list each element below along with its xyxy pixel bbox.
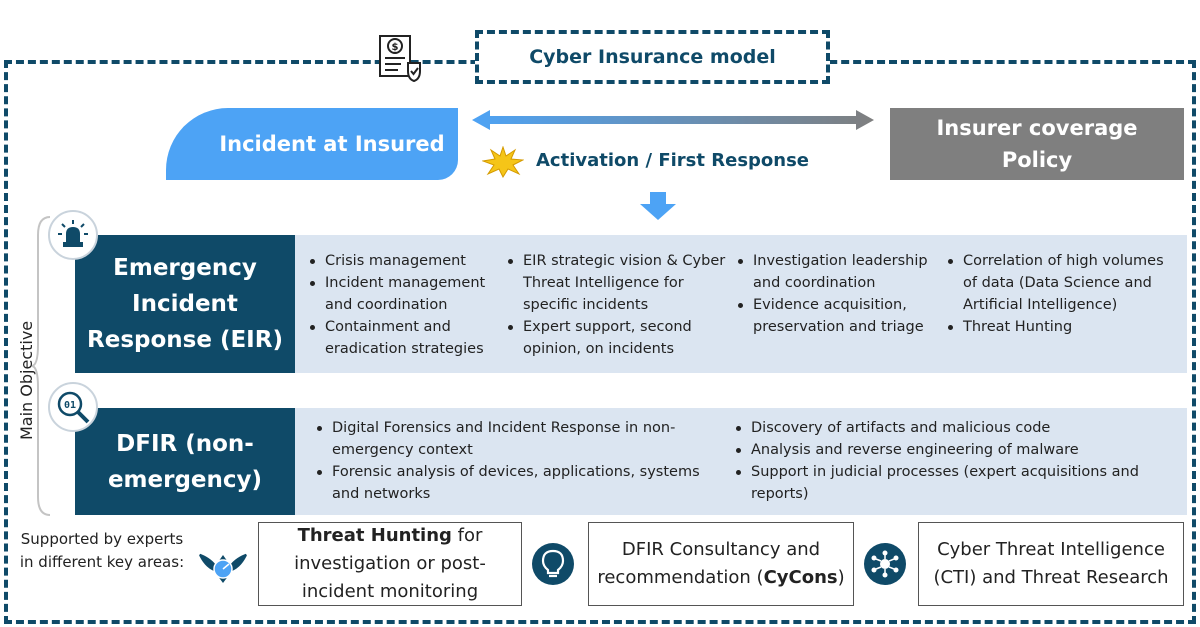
list-item: Containment and eradication strategies	[307, 316, 512, 360]
list-item: Forensic analysis of devices, applicatio…	[314, 461, 709, 505]
eir-title-line1: Emergency	[113, 255, 257, 281]
list-item: Correlation of high volumes of data (Dat…	[945, 250, 1180, 316]
cycons-close: )	[837, 567, 845, 588]
left-brace	[31, 216, 51, 516]
dfir-title-line1: DFIR (non-	[116, 430, 254, 457]
threat-hunting-bold: Threat Hunting	[297, 525, 452, 546]
svg-text:$: $	[392, 42, 399, 53]
activation-label: Activation / First Response	[536, 150, 810, 171]
binary-magnifier-icon: 01	[48, 382, 98, 432]
list-item: EIR strategic vision & Cyber Threat Inte…	[505, 250, 730, 316]
coverage-label-line1: Insurer coverage	[936, 116, 1138, 140]
threat-hunting-box: Threat Hunting for investigation or post…	[258, 522, 522, 606]
incident-label: Incident at Insured	[219, 132, 445, 156]
cycons-bold: CyCons	[763, 567, 838, 588]
eir-title-line3: Response (EIR)	[87, 327, 283, 353]
list-item: Support in judicial processes (expert ac…	[733, 461, 1153, 505]
list-item: Analysis and reverse engineering of malw…	[733, 439, 1153, 461]
cti-box: Cyber Threat Intelligence (CTI) and Thre…	[918, 522, 1184, 606]
eir-col3-list: Investigation leadership and coordinatio…	[735, 250, 947, 338]
threat-hunting-text: for investigation or post-incident monit…	[294, 525, 486, 602]
list-item: Expert support, second opinion, on incid…	[505, 316, 730, 360]
insurer-coverage-box: Insurer coverage Policy	[890, 108, 1184, 180]
list-item: Incident management and coordination	[307, 272, 512, 316]
eir-title-line2: Incident	[132, 291, 238, 317]
list-item: Crisis management	[307, 250, 512, 272]
list-item: Investigation leadership and coordinatio…	[735, 250, 947, 294]
dfir-col2-list: Discovery of artifacts and malicious cod…	[733, 417, 1153, 505]
eir-title: Emergency Incident Response (EIR)	[75, 235, 295, 373]
down-arrow-icon	[640, 192, 676, 220]
eir-col2-list: EIR strategic vision & Cyber Threat Inte…	[505, 250, 730, 360]
eir-col4-list: Correlation of high volumes of data (Dat…	[945, 250, 1180, 338]
siren-icon	[48, 210, 98, 260]
supported-by-text: Supported by experts in different key ar…	[19, 530, 185, 571]
eagle-radar-icon	[198, 553, 248, 583]
list-item: Evidence acquisition, preservation and t…	[735, 294, 947, 338]
insurance-document-icon: $	[379, 35, 421, 83]
main-objective-label: Main Objective	[17, 320, 36, 440]
list-item: Discovery of artifacts and malicious cod…	[733, 417, 1153, 439]
incident-at-insured-box: Incident at Insured	[166, 108, 458, 180]
burst-icon	[482, 146, 524, 178]
lightbulb-icon	[532, 543, 574, 585]
dfir-title: DFIR (non- emergency)	[75, 408, 295, 515]
list-item: Threat Hunting	[945, 316, 1180, 338]
cycons-text: DFIR Consultancy and recommendation (	[597, 539, 821, 588]
eir-col1-list: Crisis management Incident management an…	[307, 250, 512, 360]
network-icon	[864, 543, 906, 585]
cycons-box: DFIR Consultancy and recommendation (CyC…	[588, 522, 854, 606]
coverage-label-line2: Policy	[1001, 148, 1073, 172]
svg-text:01: 01	[64, 400, 76, 411]
double-arrow-icon	[472, 110, 874, 130]
cti-text: Cyber Threat Intelligence (CTI) and Thre…	[933, 539, 1169, 588]
dfir-title-line2: emergency)	[107, 466, 263, 493]
dfir-col1-list: Digital Forensics and Incident Response …	[314, 417, 709, 505]
model-title: Cyber Insurance model	[475, 30, 830, 84]
model-title-text: Cyber Insurance model	[529, 46, 776, 68]
list-item: Digital Forensics and Incident Response …	[314, 417, 709, 461]
